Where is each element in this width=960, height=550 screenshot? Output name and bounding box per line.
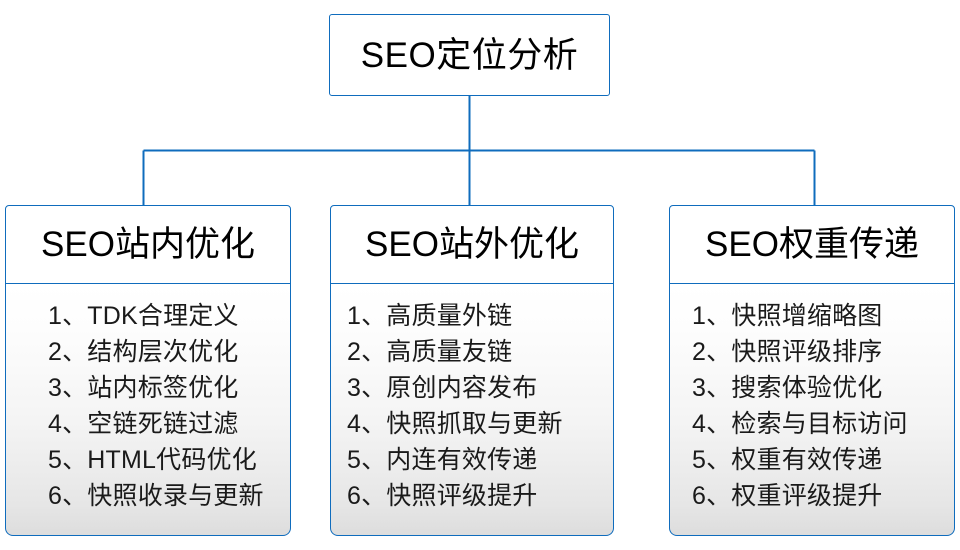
branch-header-label: SEO权重传递 [705, 225, 919, 264]
list-item: 5、权重有效传递 [692, 446, 883, 474]
list-item: 5、HTML代码优化 [48, 446, 257, 474]
list-item: 4、空链死链过滤 [48, 410, 239, 438]
list-item: 4、快照抓取与更新 [347, 410, 563, 438]
root-node-label: SEO定位分析 [360, 35, 579, 75]
list-item: 4、检索与目标访问 [692, 410, 908, 438]
list-item: 3、搜索体验优化 [692, 374, 883, 402]
branch-column-seo-weight: SEO权重传递 1、快照增缩略图 2、快照评级排序 3、搜索体验优化 4、检索与… [669, 205, 955, 536]
list-item: 3、站内标签优化 [48, 374, 239, 402]
list-item: 6、权重评级提升 [692, 482, 883, 510]
branch-body-seo-weight: 1、快照增缩略图 2、快照评级排序 3、搜索体验优化 4、检索与目标访问 5、权… [669, 284, 955, 536]
branch-header-seo-offsite[interactable]: SEO站外优化 [330, 205, 614, 284]
branch-item-list: 1、高质量外链 2、高质量友链 3、原创内容发布 4、快照抓取与更新 5、内连有… [331, 298, 613, 514]
list-item: 2、结构层次优化 [48, 338, 239, 366]
branch-body-seo-onsite: 1、TDK合理定义 2、结构层次优化 3、站内标签优化 4、空链死链过滤 5、H… [5, 284, 291, 536]
root-node[interactable]: SEO定位分析 [329, 14, 610, 96]
branch-body-seo-offsite: 1、高质量外链 2、高质量友链 3、原创内容发布 4、快照抓取与更新 5、内连有… [330, 284, 614, 536]
list-item: 1、高质量外链 [347, 302, 513, 330]
branch-header-seo-weight[interactable]: SEO权重传递 [669, 205, 955, 284]
branch-header-label: SEO站外优化 [365, 225, 579, 264]
branch-column-seo-onsite: SEO站内优化 1、TDK合理定义 2、结构层次优化 3、站内标签优化 4、空链… [5, 205, 291, 536]
list-item: 6、快照收录与更新 [48, 482, 264, 510]
list-item: 1、TDK合理定义 [48, 302, 239, 330]
branch-item-list: 1、TDK合理定义 2、结构层次优化 3、站内标签优化 4、空链死链过滤 5、H… [6, 298, 290, 514]
branch-header-seo-onsite[interactable]: SEO站内优化 [5, 205, 291, 284]
list-item: 3、原创内容发布 [347, 374, 538, 402]
branch-item-list: 1、快照增缩略图 2、快照评级排序 3、搜索体验优化 4、检索与目标访问 5、权… [670, 298, 954, 514]
branch-header-label: SEO站内优化 [41, 225, 255, 264]
list-item: 6、快照评级提升 [347, 482, 538, 510]
list-item: 2、高质量友链 [347, 338, 513, 366]
list-item: 1、快照增缩略图 [692, 302, 883, 330]
list-item: 5、内连有效传递 [347, 446, 538, 474]
branch-column-seo-offsite: SEO站外优化 1、高质量外链 2、高质量友链 3、原创内容发布 4、快照抓取与… [330, 205, 614, 536]
list-item: 2、快照评级排序 [692, 338, 883, 366]
